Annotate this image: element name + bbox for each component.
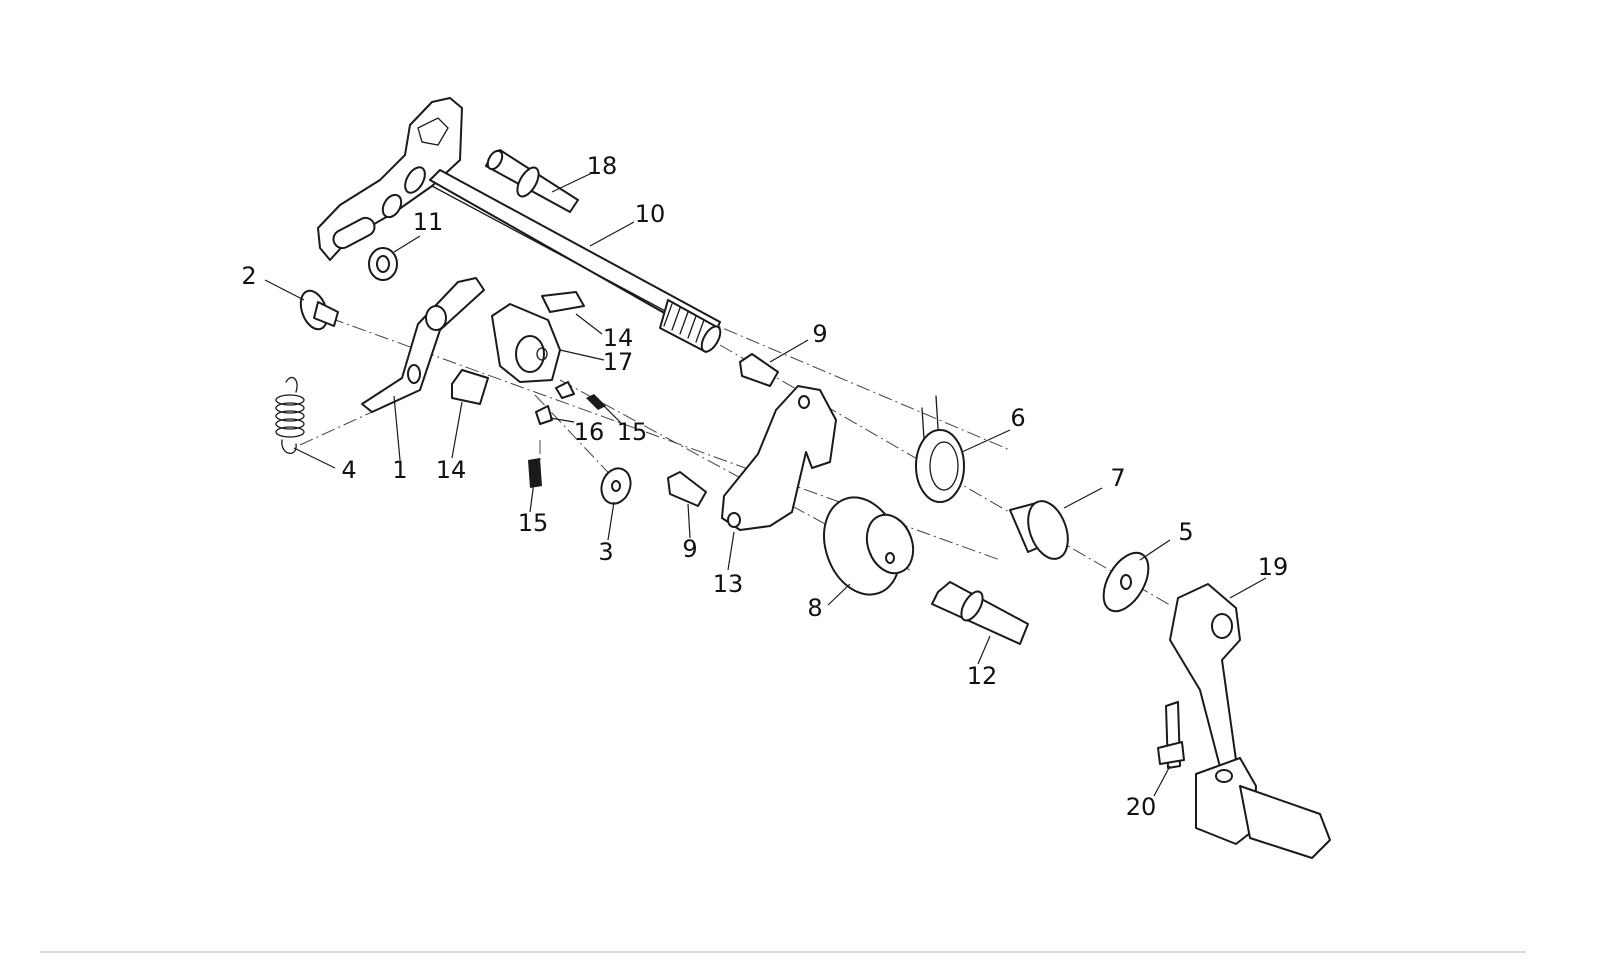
callout-15-right: 15 <box>617 418 648 446</box>
part-1-lever <box>361 277 485 413</box>
callout-5: 5 <box>1178 518 1193 546</box>
callout-20: 20 <box>1126 793 1157 821</box>
part-5-washer <box>1102 551 1150 613</box>
part-7-bush <box>1009 500 1069 560</box>
part-17-cam <box>491 303 561 383</box>
part-12-pin <box>931 581 1029 645</box>
callout-17: 17 <box>603 348 634 376</box>
callout-8: 8 <box>807 594 822 622</box>
callout-11: 11 <box>413 208 444 236</box>
part-2-bolt <box>299 289 339 331</box>
callout-6: 6 <box>1010 404 1025 432</box>
callout-10: 10 <box>635 200 666 228</box>
callout-3: 3 <box>598 538 613 566</box>
callout-14-upper: 14 <box>603 324 634 352</box>
part-10-shift-shaft <box>317 97 722 353</box>
callout-16: 16 <box>574 418 605 446</box>
part-19-pedal <box>1169 583 1331 859</box>
callout-15-lower: 15 <box>518 509 549 537</box>
part-4-spring <box>275 376 305 454</box>
callout-13: 13 <box>713 570 744 598</box>
part-20-bolt <box>1157 701 1185 769</box>
callout-18: 18 <box>587 152 618 180</box>
part-11-bush <box>368 247 398 281</box>
callout-labels: 1 2 3 4 5 6 7 8 9 9 10 11 12 13 14 14 15… <box>241 152 1288 821</box>
callout-4: 4 <box>341 456 356 484</box>
callout-2: 2 <box>241 262 256 290</box>
part-6-spring <box>915 395 965 503</box>
part-16-detents <box>535 381 575 425</box>
callout-19: 19 <box>1258 553 1289 581</box>
callout-14-lower: 14 <box>436 456 467 484</box>
part-8-drum <box>823 496 915 596</box>
callout-9-lower: 9 <box>682 535 697 563</box>
part-9-bolts <box>667 353 779 507</box>
part-15-springs <box>528 394 606 488</box>
callout-1: 1 <box>392 456 407 484</box>
part-3-washer <box>600 467 632 505</box>
callout-12: 12 <box>967 662 998 690</box>
callout-9-upper: 9 <box>812 320 827 348</box>
callout-7: 7 <box>1110 464 1125 492</box>
leader-lines <box>264 171 1267 797</box>
part-13-plate <box>721 385 837 531</box>
part-18-pin <box>485 149 579 213</box>
part-14-blocks <box>451 291 585 405</box>
